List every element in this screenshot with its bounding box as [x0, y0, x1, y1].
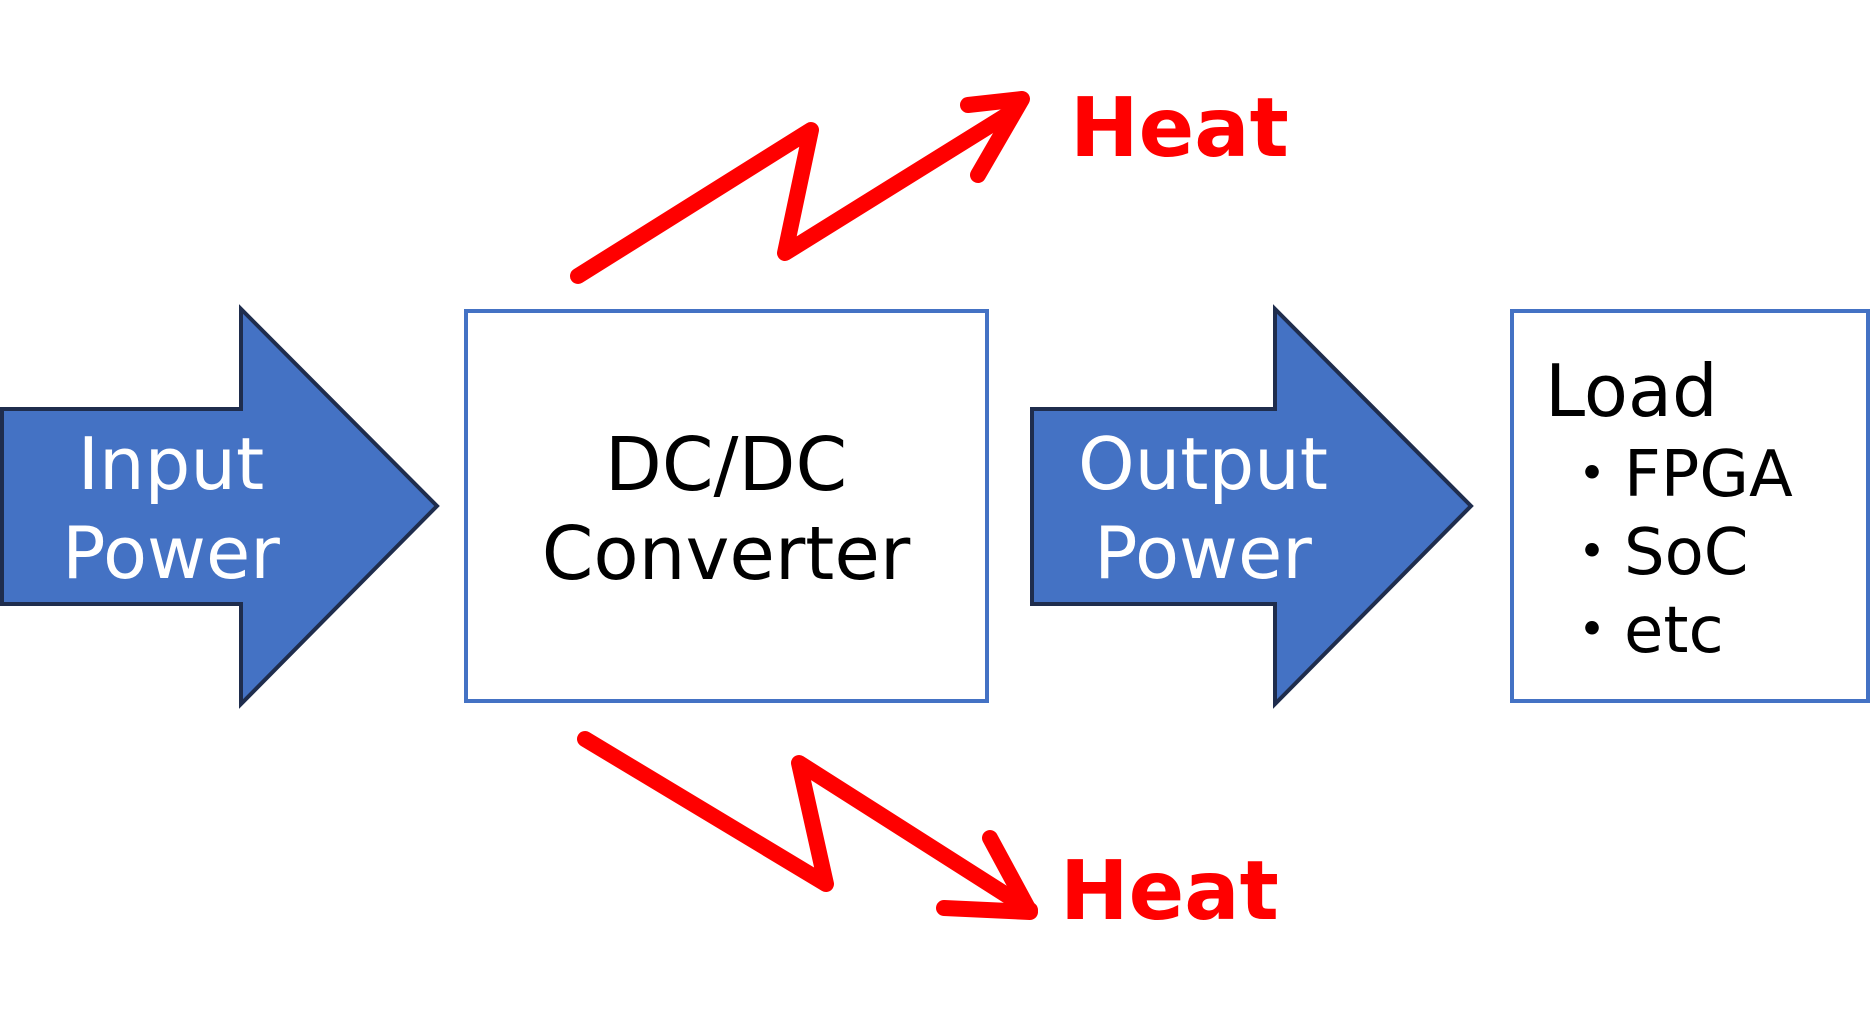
heat-top-label: Heat	[1070, 81, 1289, 176]
output-power-arrow: Output Power	[1030, 304, 1474, 709]
heat-top: Heat	[570, 81, 1289, 284]
input-arrow-label-line1: Input	[78, 422, 264, 506]
converter-box: DC/DC Converter	[464, 309, 989, 703]
heat-bottom: Heat	[577, 731, 1279, 939]
converter-label-line2: Converter	[542, 511, 911, 597]
output-arrow-label-line1: Output	[1078, 422, 1328, 506]
load-item-etc: ・etc	[1560, 594, 1724, 668]
input-arrow-shape	[0, 304, 440, 709]
output-arrow-shape	[1030, 304, 1474, 709]
output-arrow-label-line2: Power	[1094, 511, 1312, 595]
load-title: Load	[1545, 349, 1718, 433]
converter-box-frame	[464, 309, 989, 703]
load-box-frame	[1510, 309, 1870, 703]
heat-top-lightning-arrow-icon	[570, 91, 1030, 284]
heat-bottom-label: Heat	[1060, 844, 1279, 939]
load-box: Load ・FPGA ・SoC ・etc	[1510, 309, 1870, 703]
heat-bottom-lightning-arrow-icon	[577, 731, 1038, 920]
input-arrow-label-line2: Power	[62, 511, 280, 595]
input-power-arrow: Input Power	[0, 304, 440, 709]
load-item-fpga: ・FPGA	[1560, 438, 1793, 512]
converter-label-line1: DC/DC	[605, 422, 847, 508]
load-item-soc: ・SoC	[1560, 516, 1748, 590]
